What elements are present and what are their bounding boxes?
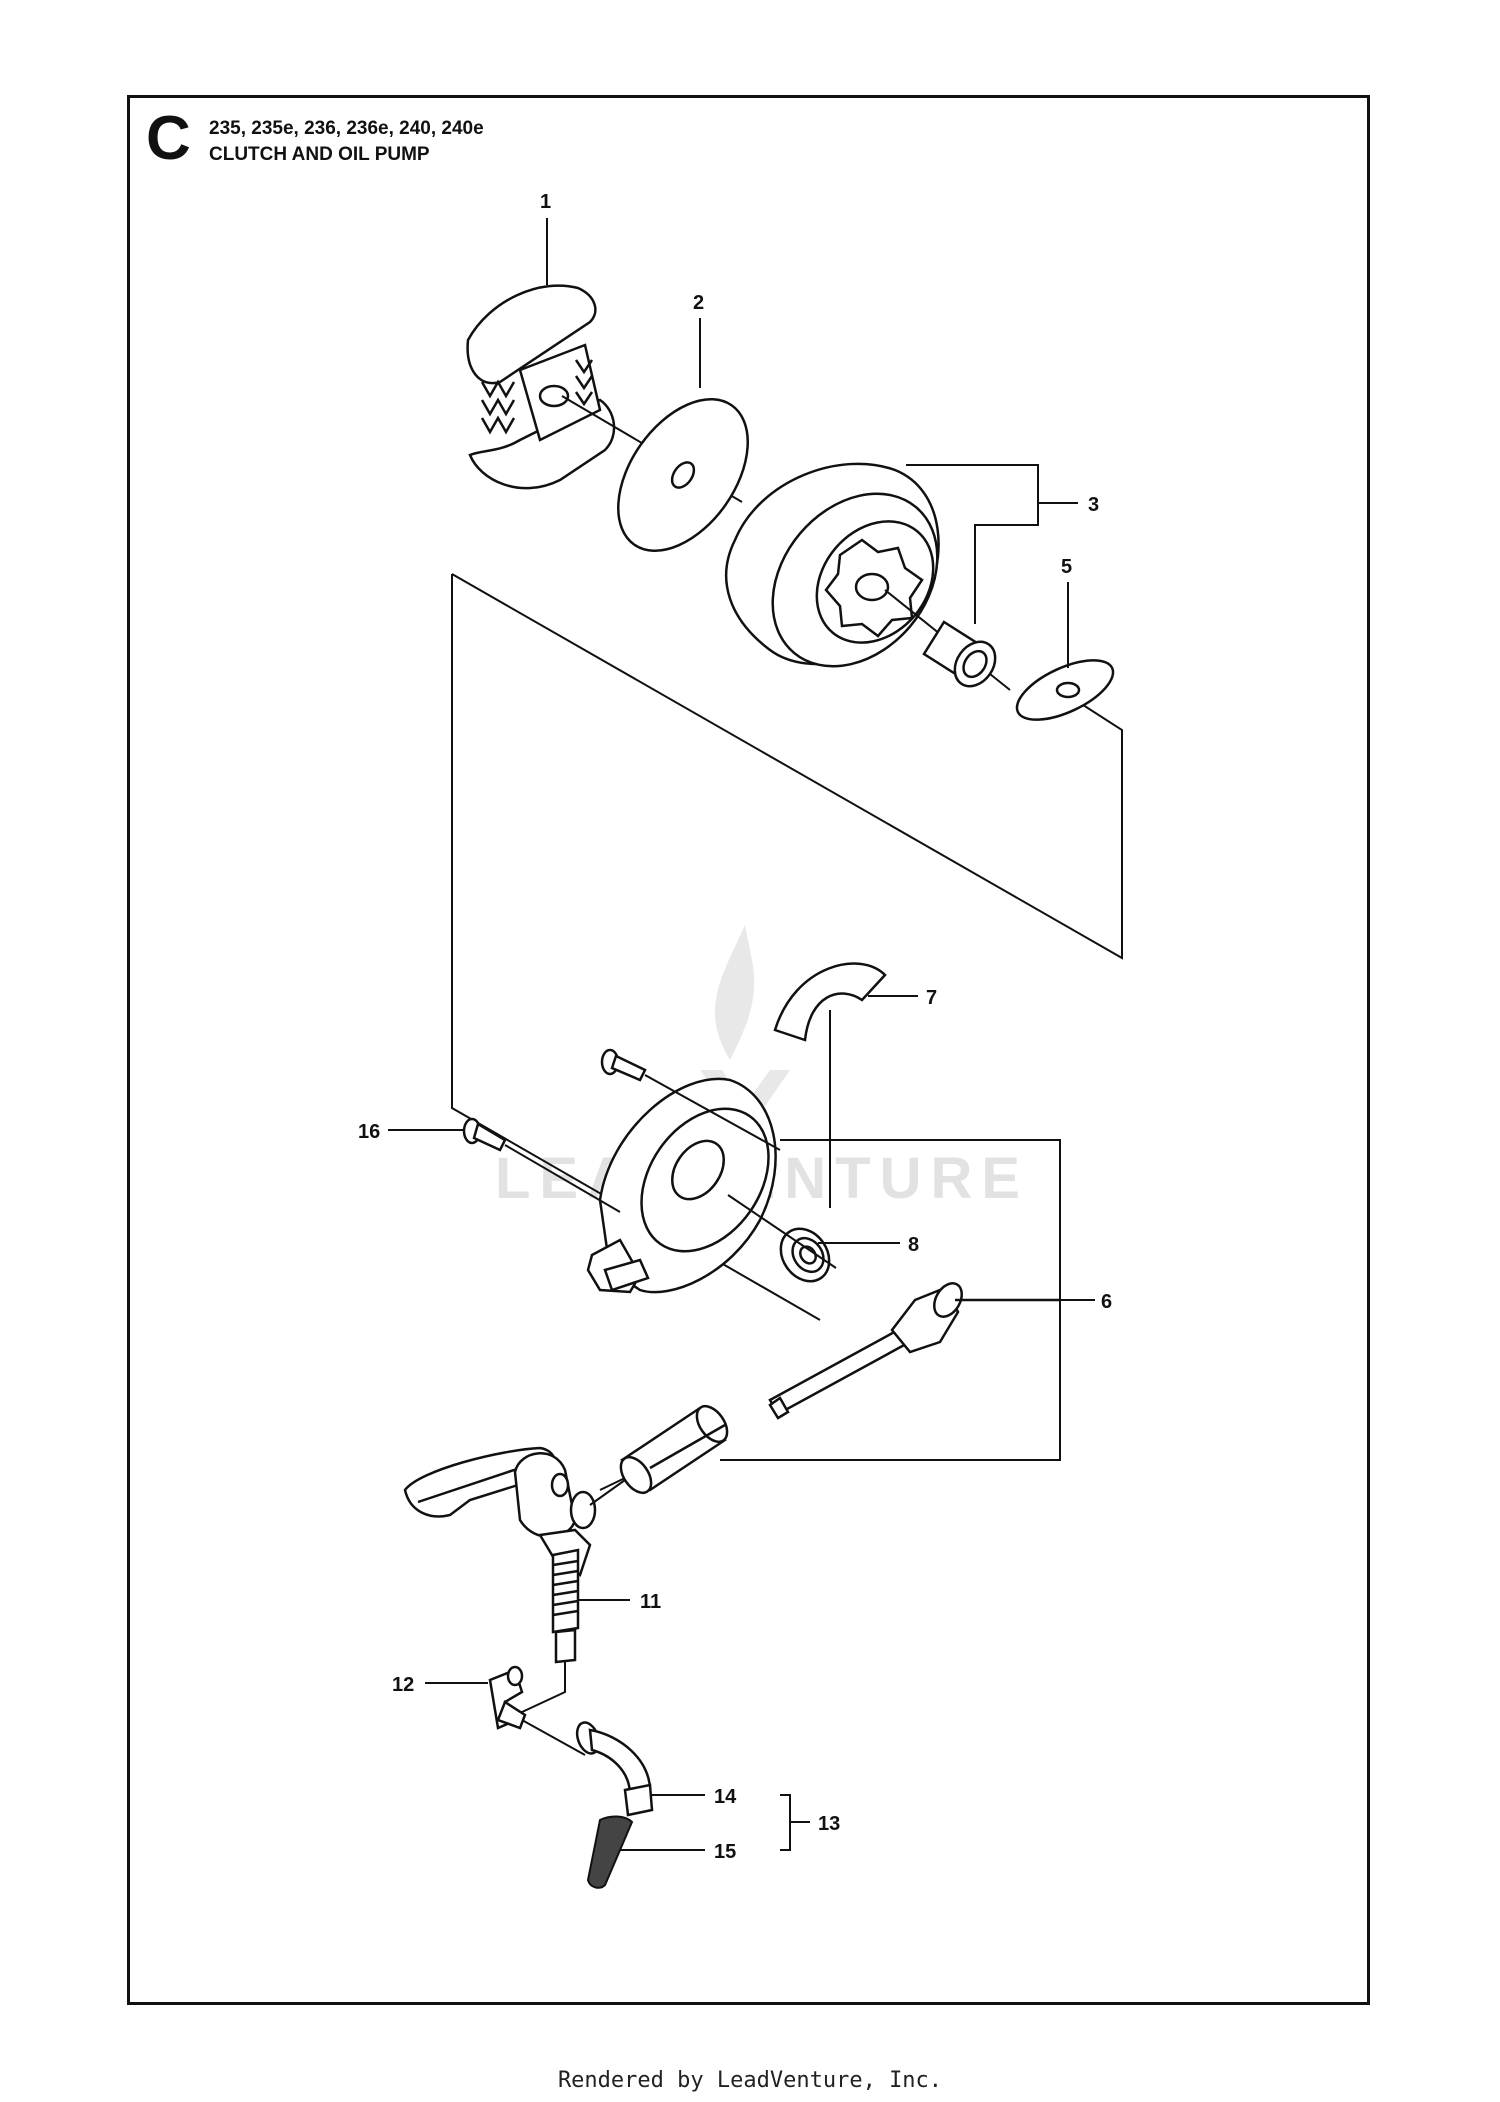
part-2-washer <box>617 398 749 552</box>
footer-credit: Rendered by LeadVenture, Inc. <box>557 2068 943 2093</box>
part-1-clutch <box>466 284 616 490</box>
callout-5: 5 <box>1061 556 1072 578</box>
part-7-guide-plate <box>773 962 887 1042</box>
callout-14: 14 <box>714 1786 737 1808</box>
clutch-spring-left <box>480 379 516 435</box>
part-5-washer <box>1015 659 1115 721</box>
part-12-elbow-fitting <box>488 1665 527 1730</box>
part-8-worm-gear <box>779 1227 831 1283</box>
part-6-oil-pump-housing <box>586 1077 777 1294</box>
callout-3: 3 <box>1088 494 1099 516</box>
axis-line-3 <box>727 1194 837 1269</box>
pump-spring <box>551 1548 580 1664</box>
part-3-clutch-drum <box>725 462 940 668</box>
callout-2: 2 <box>693 292 704 314</box>
callout-6: 6 <box>1101 1291 1112 1313</box>
diagram-title: CLUTCH AND OIL PUMP <box>209 144 430 165</box>
callout-12: 12 <box>392 1674 414 1696</box>
part-15-oil-filter <box>586 1815 634 1889</box>
callout-11: 11 <box>640 1591 661 1613</box>
callout-numbers: 1 2 3 5 6 7 8 11 12 13 14 15 16 <box>358 191 1112 1863</box>
part-16-screw <box>462 1117 507 1152</box>
callout-15: 15 <box>714 1841 736 1863</box>
axis-line-6 <box>521 1719 586 1756</box>
diagram-frame <box>127 95 1370 2005</box>
section-letter: C <box>146 104 191 173</box>
part-14-oil-hose <box>575 1721 654 1817</box>
callout-13: 13 <box>818 1813 840 1835</box>
pump-sleeve <box>619 1404 729 1495</box>
callout-8: 8 <box>908 1234 919 1256</box>
axis-line-5 <box>589 1479 626 1506</box>
callout-leaders-bottom <box>620 1794 810 1851</box>
callout-leaders-top <box>546 218 1078 668</box>
screw-upper <box>600 1048 647 1082</box>
axis-line-4 <box>599 1477 626 1491</box>
callout-7: 7 <box>926 987 937 1009</box>
pump-drive-shaft <box>768 1282 1060 1420</box>
clutch-spring-right <box>574 359 594 407</box>
callout-1: 1 <box>540 191 551 213</box>
model-list: 235, 235e, 236, 236e, 240, 240e <box>209 118 484 139</box>
callout-16: 16 <box>358 1121 380 1143</box>
needle-bearing <box>922 620 997 688</box>
